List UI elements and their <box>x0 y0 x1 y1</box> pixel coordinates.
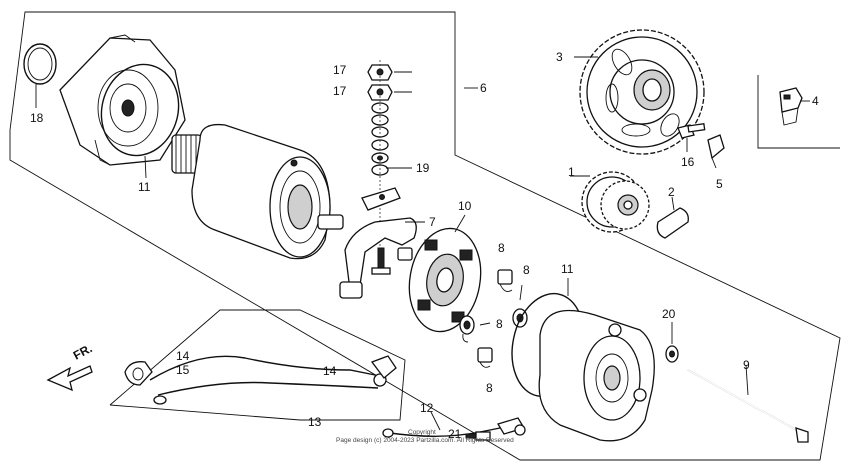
callout-1: 1 <box>568 165 575 179</box>
front-cover-housing[interactable] <box>59 34 186 166</box>
callout-19: 19 <box>416 161 430 175</box>
assembly-boundary <box>9 11 841 461</box>
o-ring-part-11-front[interactable] <box>91 56 188 179</box>
starter-motor-yoke[interactable] <box>191 123 344 260</box>
callout-8-b: 8 <box>523 263 530 277</box>
callout-17-b: 17 <box>333 84 347 98</box>
callout-11-rear: 11 <box>561 262 574 276</box>
bolt-part-21[interactable] <box>465 431 491 441</box>
bracket-part-4[interactable] <box>779 87 803 126</box>
footer-credit: Page design (c) 2004-2023 Partzilla.com.… <box>336 437 514 444</box>
callout-7: 7 <box>429 215 436 229</box>
callout-10: 10 <box>458 199 472 213</box>
terminal-boot-part-14-15[interactable] <box>124 361 153 386</box>
terminal-insulator[interactable] <box>361 187 401 211</box>
brush-part-8-d[interactable] <box>477 347 493 368</box>
copyright-label: Copyright <box>408 429 436 436</box>
o-ring-part-18[interactable] <box>23 43 57 108</box>
callout-16: 16 <box>681 155 695 169</box>
starter-cable-part-13[interactable] <box>149 355 387 405</box>
callout-5: 5 <box>716 177 723 191</box>
callout-17-a: 17 <box>333 63 347 77</box>
callout-12: 12 <box>420 401 434 415</box>
callout-2: 2 <box>668 185 675 199</box>
callout-9: 9 <box>743 358 750 372</box>
brush-terminal-plate-part-7[interactable] <box>339 217 417 299</box>
ground-cable-part-12[interactable] <box>382 417 526 438</box>
brush-spring-part-8-c[interactable] <box>459 315 475 343</box>
callout-4: 4 <box>812 94 819 108</box>
rear-cover[interactable] <box>538 309 655 442</box>
callout-8-c: 8 <box>496 317 503 331</box>
callout-leaders <box>386 56 810 431</box>
callout-8-a: 8 <box>498 241 505 255</box>
callout-11-front: 11 <box>138 180 151 194</box>
callout-18: 18 <box>30 111 44 125</box>
callout-20: 20 <box>662 307 676 321</box>
terminal-boot-part-14-right[interactable] <box>370 355 397 379</box>
front-direction-arrow-icon <box>46 365 93 392</box>
brush-part-8-a[interactable] <box>497 269 513 292</box>
direction-label: FR. <box>71 341 95 362</box>
brush-holder-part-10[interactable] <box>402 223 489 338</box>
callout-8-d: 8 <box>486 381 493 395</box>
callout-13: 13 <box>308 415 322 429</box>
callout-labels: 1 2 3 4 5 6 7 8 8 8 8 9 10 11 11 12 13 1… <box>30 50 819 441</box>
through-bolt-part-9[interactable] <box>687 369 809 443</box>
washer-part-20[interactable] <box>665 322 679 363</box>
starter-gear-part-1[interactable] <box>581 171 650 233</box>
bolt-part-16[interactable] <box>677 123 706 152</box>
clip-part-5[interactable] <box>707 134 725 169</box>
callout-14-a: 14 <box>176 349 190 363</box>
gear-shaft-part-2[interactable] <box>656 196 689 239</box>
nut-washer-stack[interactable] <box>367 60 393 270</box>
callout-21: 21 <box>448 427 462 441</box>
callout-15: 15 <box>176 363 190 377</box>
callout-3: 3 <box>556 50 563 64</box>
callout-14-b: 14 <box>323 364 337 378</box>
starter-driven-sprocket-part-3[interactable] <box>579 29 705 155</box>
callout-6: 6 <box>480 81 487 95</box>
